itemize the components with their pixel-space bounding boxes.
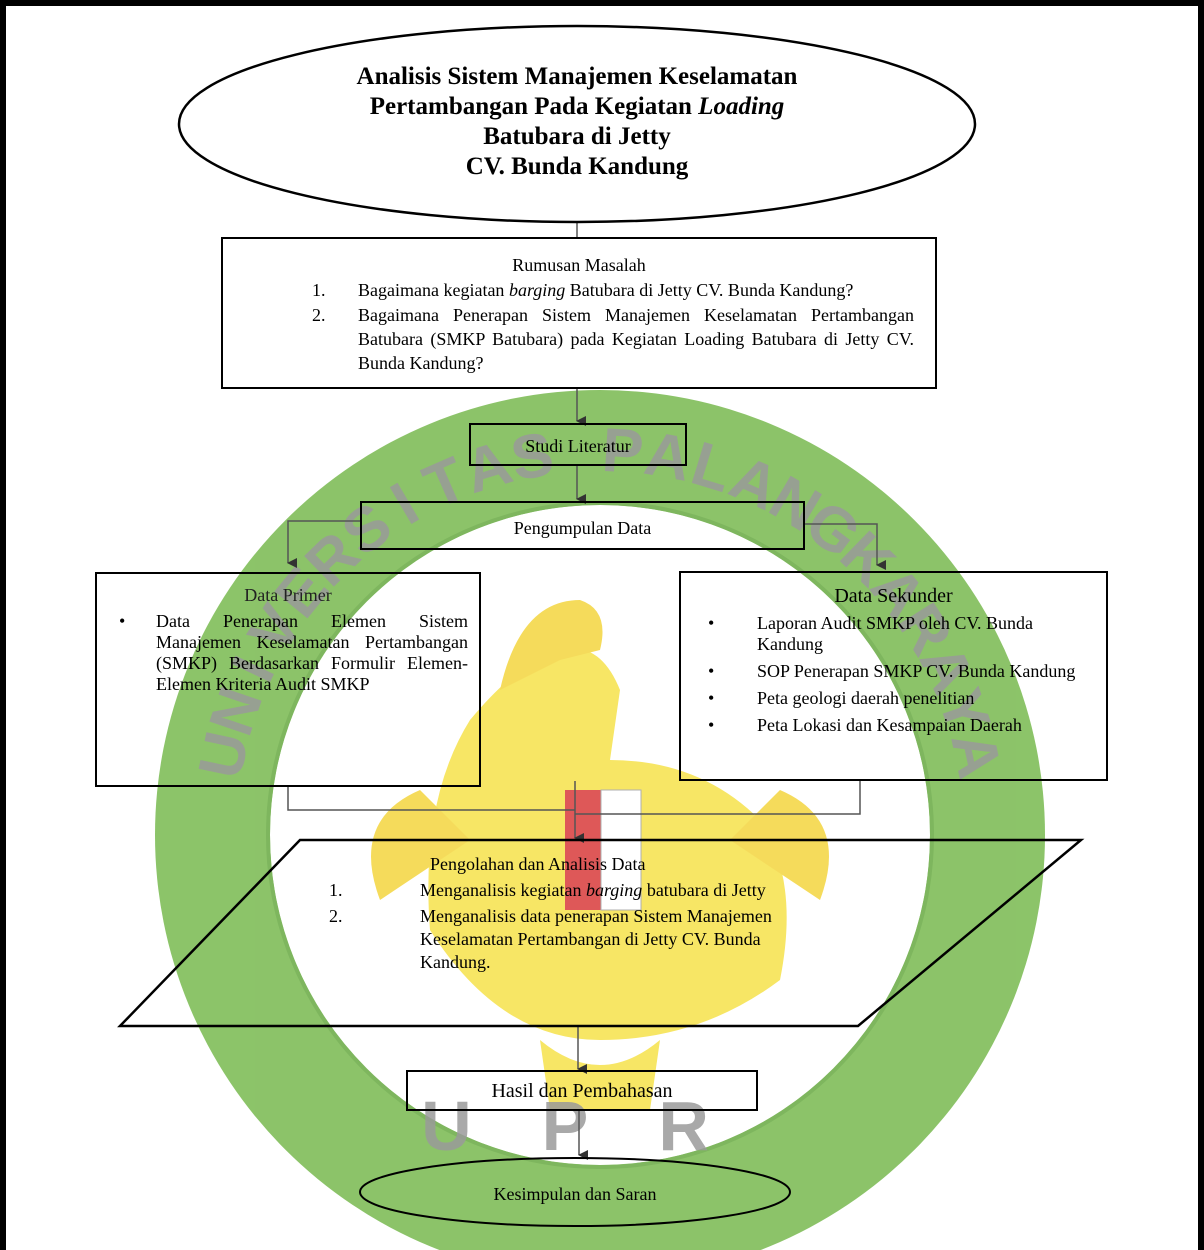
data-primer-box: Data Primer •Data Penerapan Elemen Siste…	[95, 572, 481, 787]
data-sekunder-item-1: •Laporan Audit SMKP oleh CV. Bunda Kandu…	[708, 613, 1034, 654]
pengumpulan-data-box: Pengumpulan Data	[360, 501, 805, 550]
data-sekunder-item-4: •Peta Lokasi dan Kesampaian Daerah	[708, 715, 1022, 735]
rumusan-list: 1.Bagaimana kegiatan barging Batubara di…	[312, 278, 914, 375]
title-line-3: Batubara di Jetty	[483, 123, 671, 150]
pengolahan-list: 1. Menganalisis kegiatan barging batubar…	[329, 879, 809, 974]
pengumpulan-data-label: Pengumpulan Data	[513, 518, 652, 538]
title-line-4: CV. Bunda Kandung	[465, 153, 689, 180]
studi-literatur-box: Studi Literatur	[469, 423, 687, 466]
data-primer-item-1: •Data Penerapan Elemen Sistem Manajemen …	[119, 611, 468, 694]
hasil-pembahasan-box: Hasil dan Pembahasan	[406, 1070, 758, 1111]
data-primer-list: •Data Penerapan Elemen Sistem Manajemen …	[119, 611, 468, 695]
data-sekunder-item-3: •Peta geologi daerah penelitian	[708, 688, 975, 708]
rumusan-heading: Rumusan Masalah	[512, 255, 646, 275]
main-title: Analisis Sistem Manajemen Keselamatan Pe…	[240, 62, 914, 182]
data-primer-heading: Data Primer	[244, 585, 332, 605]
title-line-1: Analisis Sistem Manajemen Keselamatan	[356, 63, 798, 90]
data-sekunder-list: •Laporan Audit SMKP oleh CV. Bunda Kandu…	[708, 613, 1077, 736]
pengolahan-item-2: 2. Menganalisis data penerapan Sistem Ma…	[329, 906, 772, 972]
data-sekunder-item-2: •SOP Penerapan SMKP CV. Bunda Kandung	[708, 661, 1076, 681]
title-line-2: Pertambangan Pada Kegiatan Loading	[369, 93, 785, 120]
kesimpulan-saran-label: Kesimpulan dan Saran	[493, 1184, 657, 1204]
studi-literatur-label: Studi Literatur	[525, 436, 631, 456]
pengolahan-heading: Pengolahan dan Analisis Data	[430, 854, 646, 874]
rumusan-item-1: 1.Bagaimana kegiatan barging Batubara di…	[312, 280, 854, 300]
data-sekunder-box: Data Sekunder •Laporan Audit SMKP oleh C…	[679, 571, 1108, 781]
data-sekunder-heading: Data Sekunder	[834, 585, 953, 607]
rumusan-item-2: 2.Bagaimana Penerapan Sistem Manajemen K…	[312, 305, 914, 373]
pengolahan-item-1: 1. Menganalisis kegiatan barging batubar…	[329, 880, 766, 900]
hasil-pembahasan-label: Hasil dan Pembahasan	[491, 1080, 673, 1102]
rumusan-masalah-box: Rumusan Masalah 1.Bagaimana kegiatan bar…	[221, 237, 937, 389]
